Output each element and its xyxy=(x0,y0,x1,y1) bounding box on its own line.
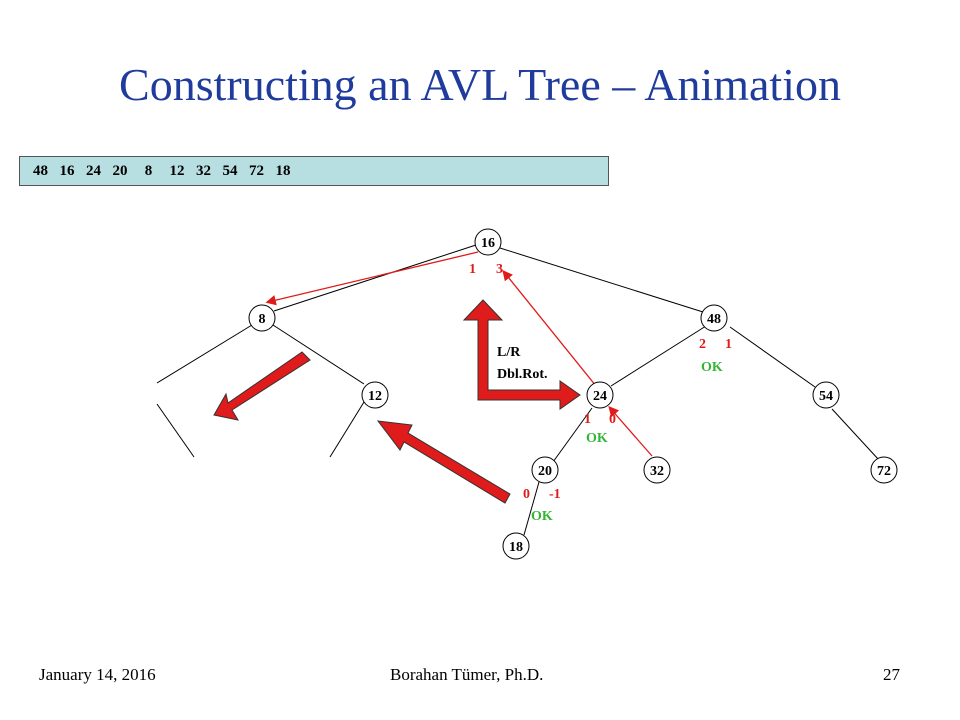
node-12-label: 12 xyxy=(368,389,382,404)
slide-title: Constructing an AVL Tree – Animation xyxy=(119,59,841,110)
tree-nodes: 16 8 48 12 24 54 20 32 xyxy=(248,228,898,560)
node-72: 72 xyxy=(870,456,898,484)
node-8-label: 8 xyxy=(259,312,266,327)
arrow-32-to-24 xyxy=(608,406,653,457)
balance-16-right: 3 xyxy=(496,262,503,277)
balance-16-left: 1 xyxy=(469,262,476,277)
node-32: 32 xyxy=(643,456,671,484)
rotation-label-line1: L/R xyxy=(497,345,521,360)
node-54-label: 54 xyxy=(819,389,833,404)
lr-rotation-arrow xyxy=(462,299,581,410)
node-18-label: 18 xyxy=(509,540,523,555)
balance-20-left: 0 xyxy=(523,487,530,502)
tree-edges xyxy=(156,244,880,536)
node-16: 16 xyxy=(474,228,502,256)
edge-8-12 xyxy=(272,324,365,385)
ok-labels: OK OK OK xyxy=(531,360,723,524)
subtree-line-b xyxy=(329,401,365,458)
ok-label-24: OK xyxy=(586,431,608,446)
rotation-arrows xyxy=(213,299,581,504)
node-20: 20 xyxy=(531,456,559,484)
edge-16-48 xyxy=(499,247,704,313)
balance-24-right: 0 xyxy=(609,412,616,427)
node-32-label: 32 xyxy=(650,464,664,479)
edge-24-20 xyxy=(552,407,593,463)
balance-labels: 1 3 2 1 1 0 0 -1 xyxy=(469,262,732,502)
node-8: 8 xyxy=(248,304,276,332)
edge-20-18 xyxy=(523,481,540,536)
ok-label-48: OK xyxy=(701,360,723,375)
balance-48-right: 1 xyxy=(725,337,732,352)
node-54: 54 xyxy=(812,381,840,409)
node-20-label: 20 xyxy=(538,464,552,479)
node-48: 48 xyxy=(700,304,728,332)
node-12: 12 xyxy=(361,381,389,409)
move-arrow-18 xyxy=(376,420,511,504)
edge-8-left-sub xyxy=(156,324,253,384)
footer-page-number: 27 xyxy=(883,665,900,684)
edge-16-8 xyxy=(273,244,477,312)
edge-48-54 xyxy=(729,326,816,388)
insertion-sequence-bar: 48 16 24 20 8 12 32 54 72 18 xyxy=(19,156,609,186)
node-18: 18 xyxy=(502,532,530,560)
rotation-label-line2: Dbl.Rot. xyxy=(497,367,548,382)
red-thin-arrows xyxy=(265,251,653,457)
arrow-24-to-16 xyxy=(502,269,597,387)
ok-label-20: OK xyxy=(531,509,553,524)
edge-54-72 xyxy=(831,408,880,461)
footer-date: January 14, 2016 xyxy=(39,665,156,684)
footer-author: Borahan Tümer, Ph.D. xyxy=(390,665,544,684)
balance-20-right: -1 xyxy=(549,487,561,502)
node-24: 24 xyxy=(586,381,614,409)
edge-48-24 xyxy=(610,325,707,387)
move-arrow-8 xyxy=(213,351,311,421)
balance-24-left: 1 xyxy=(584,412,591,427)
node-72-label: 72 xyxy=(877,464,891,479)
subtree-line-a xyxy=(156,403,195,458)
node-16-label: 16 xyxy=(481,236,495,251)
balance-48-left: 2 xyxy=(699,337,706,352)
node-48-label: 48 xyxy=(707,312,721,327)
node-24-label: 24 xyxy=(593,389,607,404)
rotation-label: L/R Dbl.Rot. xyxy=(497,345,548,382)
arrow-16-to-8 xyxy=(265,251,479,306)
